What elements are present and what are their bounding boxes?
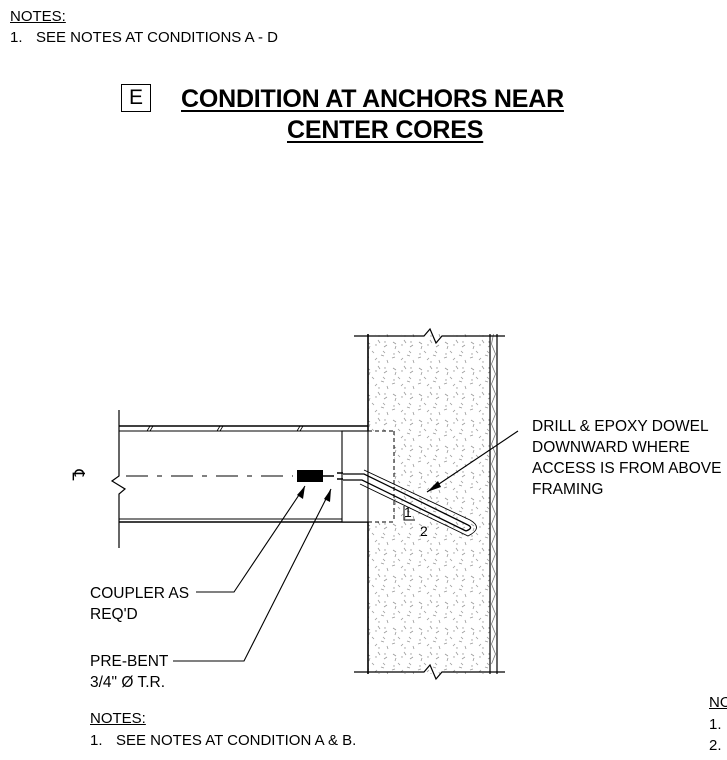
coupler-callout: COUPLER AS REQ'D xyxy=(90,583,189,625)
top-note-item-1: 1. SEE NOTES AT CONDITIONS A - D xyxy=(10,29,278,46)
dowel-callout-line-2: DOWNWARD WHERE xyxy=(532,439,690,456)
bottom-note-text: SEE NOTES AT CONDITION A & B. xyxy=(116,732,357,749)
dowel-callout: DRILL & EPOXY DOWEL DOWNWARD WHERE ACCES… xyxy=(532,416,722,500)
steel-beam xyxy=(110,410,368,548)
dowel-callout-line-4: FRAMING xyxy=(532,481,604,498)
bottom-note-number: 1. xyxy=(90,732,103,749)
bottom-break-line xyxy=(354,663,505,681)
pre-bent-dowel xyxy=(343,469,477,537)
coupler-callout-line-2: REQ'D xyxy=(90,606,138,623)
wall-pocket xyxy=(341,430,395,523)
detail-title-line-2: CENTER CORES xyxy=(287,116,484,144)
bottom-notes-heading: NOTES: xyxy=(90,710,146,727)
right-notes-heading: NO xyxy=(709,694,727,711)
slope-run-label: 2 xyxy=(420,523,428,539)
top-note-number: 1. xyxy=(10,29,23,46)
prebent-callout-line-2: 3/4" Ø T.R. xyxy=(90,674,165,691)
detail-title-line-1: CONDITION AT ANCHORS NEAR xyxy=(181,85,564,113)
dowel-callout-line-1: DRILL & EPOXY DOWEL xyxy=(532,418,709,435)
top-note-text: SEE NOTES AT CONDITIONS A - D xyxy=(36,29,278,46)
prebent-callout-line-1: PRE-BENT xyxy=(90,653,169,670)
threaded-rod-end xyxy=(323,472,343,480)
right-note-number-2: 2. xyxy=(709,737,722,754)
top-notes-heading: NOTES: xyxy=(10,8,66,25)
coupler xyxy=(297,470,323,482)
slope-triangle xyxy=(403,506,415,521)
right-note-number-1: 1. xyxy=(709,716,722,733)
coupler-callout-line-1: COUPLER AS xyxy=(90,585,190,602)
beam-break-line xyxy=(110,410,127,548)
slope-rise-label: 1 xyxy=(404,504,412,520)
dowel-callout-line-3: ACCESS IS FROM ABOVE xyxy=(532,460,722,477)
bottom-note-item-1: 1. SEE NOTES AT CONDITION A & B. xyxy=(90,732,356,749)
detail-tag: E xyxy=(121,84,151,112)
centerline-symbol: ℄ xyxy=(68,469,88,481)
prebent-callout: PRE-BENT 3/4" Ø T.R. xyxy=(90,651,168,693)
leader-lines xyxy=(173,430,519,662)
top-break-line xyxy=(354,327,505,345)
